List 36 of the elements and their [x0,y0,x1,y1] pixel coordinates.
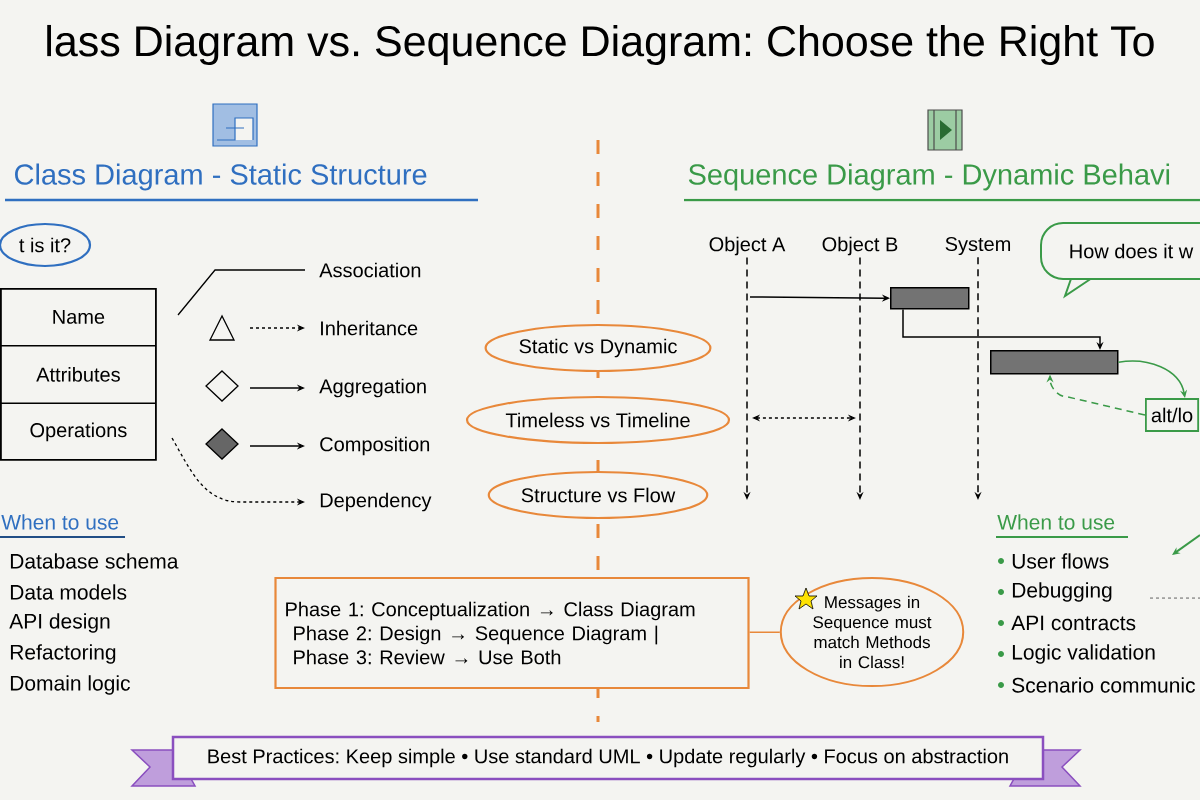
speech-bubble: How does it w [1040,222,1200,299]
legend-text: Association [319,262,421,278]
object-label: Object B [822,236,898,256]
oval-label: Static vs Dynamic [484,323,712,373]
legend-text: Composition [320,436,430,456]
bullet-item: Scenario communic [998,677,1195,693]
note-oval: Messages in Sequence must match Methods in Class! [779,576,965,688]
fragment-box: alt/lo [1145,398,1200,432]
legend-text: Inheritance [321,320,418,336]
oval-label: t is it? [0,222,92,268]
bullet-item: Debugging [998,582,1112,602]
node-label: How does it w [1070,243,1194,259]
list-item: API design [9,613,110,633]
list-item: Database schema [10,553,179,569]
list-item: Data models [10,584,127,600]
bullet-item: API contracts [998,615,1136,631]
legend-text: Aggregation [319,378,426,398]
list-heading: When to use [997,514,1115,530]
legend-text: Dependency [320,492,432,512]
object-label: System [945,236,1010,256]
list-heading: When to use [1,514,119,530]
ribbon-banner: Best Practices: Keep simple • Use standard UML • Update regularly • Focus on abstraction [130,735,1082,787]
section-heading: Class Diagram - Static Structure [15,163,427,191]
activation-bar [890,287,970,310]
oval-label: Structure vs Flow [487,470,709,520]
activation-bar [990,350,1119,375]
class-box: Name Attributes Operations [0,288,157,461]
section-heading: Sequence Diagram - Dynamic Behavi [688,163,1170,191]
object-label: Object A [709,236,786,256]
bullet-item: User flows [998,553,1109,569]
oval-label: Timeless vs Timeline [465,395,731,445]
list-item: Refactoring [10,644,116,664]
phase-box: Phase 1: Conceptualization → Class Diagram Phase 2: Design → Sequence Diagram | Phase 3: Review → Use Both [274,576,750,690]
list-item: Domain logic [10,675,130,695]
bullet-item: Logic validation [998,644,1155,664]
title: lass Diagram vs. Sequence Diagram: Choose the Right To [47,24,1154,66]
